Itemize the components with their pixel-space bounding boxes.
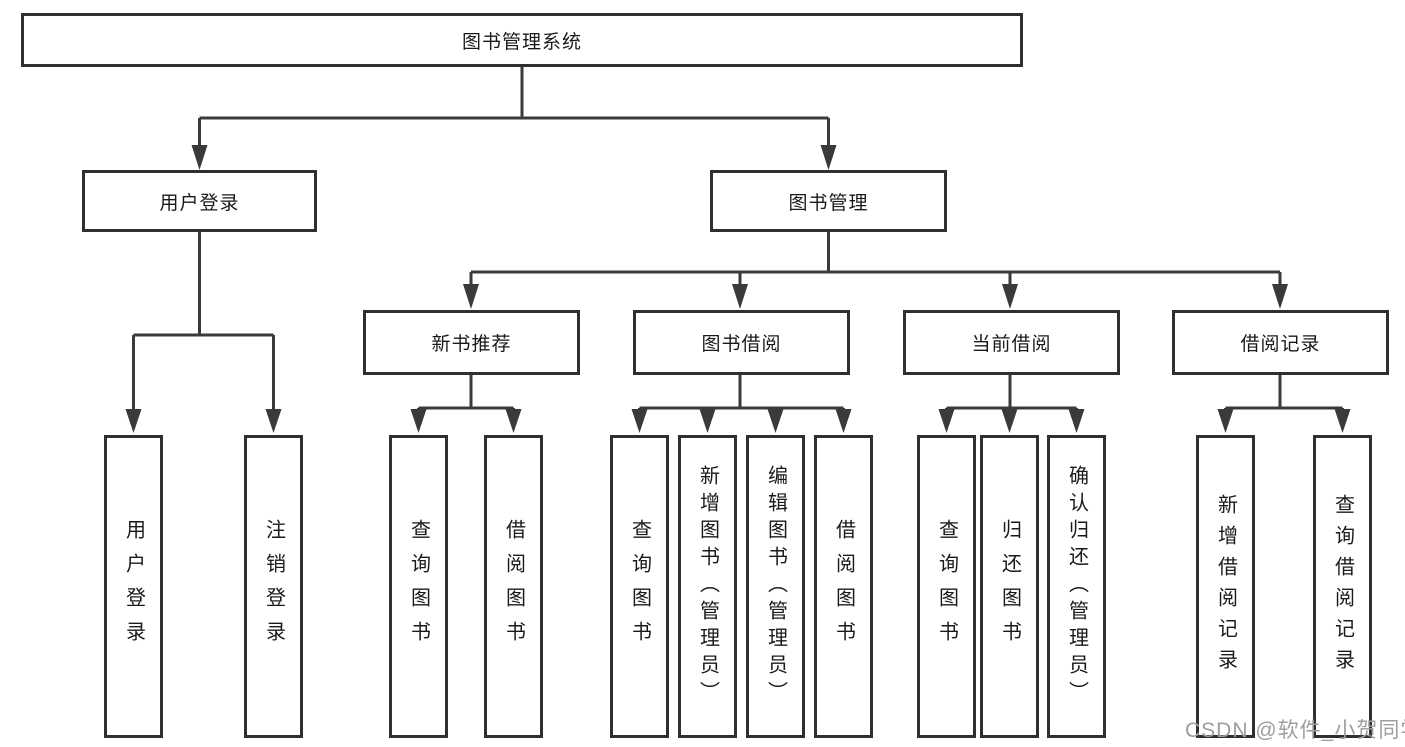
node-book-borrow: 图书借阅 [633,310,850,375]
connector-book-borrow [638,375,845,414]
node-label: 用户登录 [122,518,145,655]
connector-borrow-records [1224,375,1344,414]
leaf-add-books-admin: 新增图书（管理员） [678,435,737,738]
node-label: 查询借阅记录 [1331,493,1354,680]
connector-current-borrow [945,375,1078,414]
node-label: 图书管理系统 [461,31,582,53]
node-label: 查询图书 [935,518,958,655]
node-borrow-records: 借阅记录 [1172,310,1389,375]
connector-new-book-recommend [417,375,515,414]
connector-root [198,66,830,150]
leaf-add-borrow-record: 新增借阅记录 [1196,435,1255,738]
arrowheads [125,145,1351,433]
node-label: 用户登录 [159,192,240,214]
node-label: 新书推荐 [431,334,512,355]
leaf-return-books: 归还图书 [980,435,1039,738]
node-current-borrow: 当前借阅 [903,310,1120,375]
leaf-query-books-borrow: 查询图书 [610,435,669,738]
node-label: 新增借阅记录 [1214,493,1237,680]
node-label: 确认归还（管理员） [1065,465,1088,708]
node-label: 图书管理 [788,192,869,214]
node-label: 编辑图书（管理员） [764,465,787,708]
leaf-borrow-books: 借阅图书 [814,435,873,738]
node-label: 查询图书 [628,518,651,655]
leaf-confirm-return-admin: 确认归还（管理员） [1047,435,1106,738]
leaf-logout: 注销登录 [244,435,303,738]
node-label: 借阅图书 [832,518,855,655]
leaf-query-books-recommend: 查询图书 [389,435,448,738]
node-label: 归还图书 [998,518,1021,655]
node-label: 当前借阅 [971,334,1052,355]
node-label: 图书借阅 [701,334,782,355]
leaf-borrow-books-recommend: 借阅图书 [484,435,543,738]
leaf-query-books-current: 查询图书 [917,435,976,738]
node-root-library-management-system: 图书管理系统 [21,13,1023,67]
node-label: 新增图书（管理员） [696,465,719,708]
leaf-user-login: 用户登录 [104,435,163,738]
connector-user-login [132,232,275,414]
connector-book-management [469,232,1282,289]
node-book-management: 图书管理 [710,170,947,232]
node-label: 借阅图书 [502,518,525,655]
csdn-watermark: CSDN @软件_小贺同学 [1185,719,1405,742]
node-label: 查询图书 [407,518,430,655]
node-label: 借阅记录 [1240,334,1321,355]
node-new-book-recommend: 新书推荐 [363,310,580,375]
node-user-login: 用户登录 [82,170,317,232]
node-label: 注销登录 [262,518,285,655]
leaf-edit-books-admin: 编辑图书（管理员） [746,435,805,738]
leaf-query-borrow-record: 查询借阅记录 [1313,435,1372,738]
